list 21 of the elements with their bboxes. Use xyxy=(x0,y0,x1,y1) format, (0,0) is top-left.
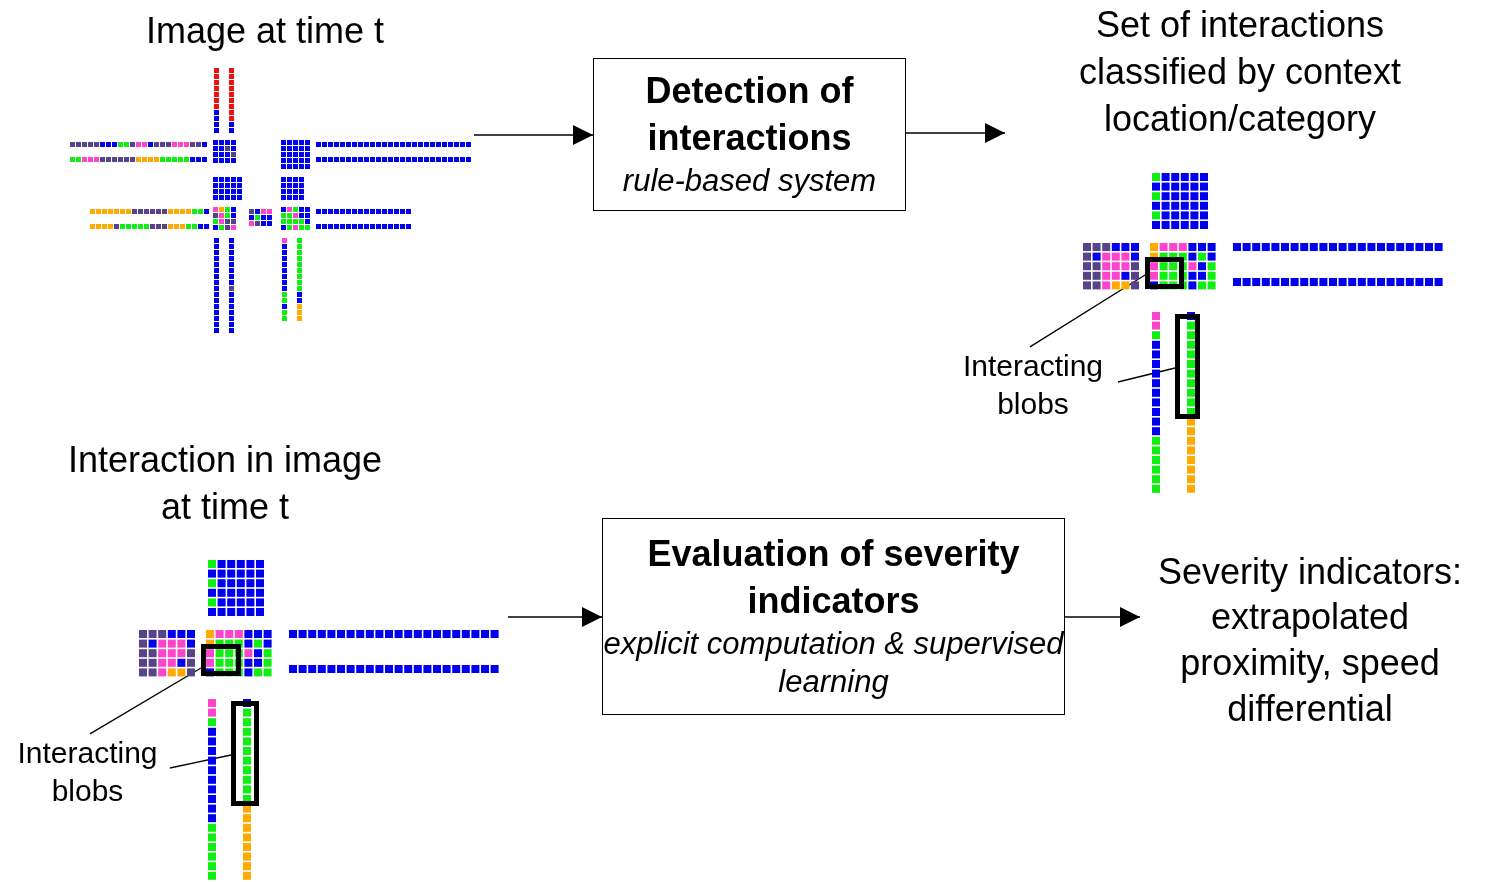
process-box xyxy=(593,58,906,211)
leader-line xyxy=(89,667,202,735)
arrow xyxy=(507,607,603,627)
box-subtitle: explicit computation & supervised learning xyxy=(603,624,1064,702)
highlight-frame xyxy=(231,701,259,806)
process-box xyxy=(602,518,1065,715)
leader-line xyxy=(1029,274,1146,348)
highlight-frame xyxy=(1175,314,1200,419)
box-title: Evaluation of severity indicators xyxy=(646,531,1021,623)
callout-text: Interacting blobs xyxy=(5,733,170,811)
image-heading: Interaction in image at time t xyxy=(66,438,384,529)
result-text: Severity indicators: extrapolated proximity, speed differential xyxy=(1140,548,1480,732)
box-subtitle: rule-based system xyxy=(622,161,877,200)
arrow xyxy=(905,123,1006,143)
box-title: Detection of interactions xyxy=(644,69,855,161)
arrow xyxy=(473,125,594,145)
image-heading: Set of interactions classified by context location/category xyxy=(1077,3,1403,141)
image-heading: Image at time t xyxy=(144,9,386,53)
arrow xyxy=(1064,607,1141,627)
leader-line xyxy=(1117,367,1176,383)
callout-text: Interacting blobs xyxy=(948,346,1118,424)
